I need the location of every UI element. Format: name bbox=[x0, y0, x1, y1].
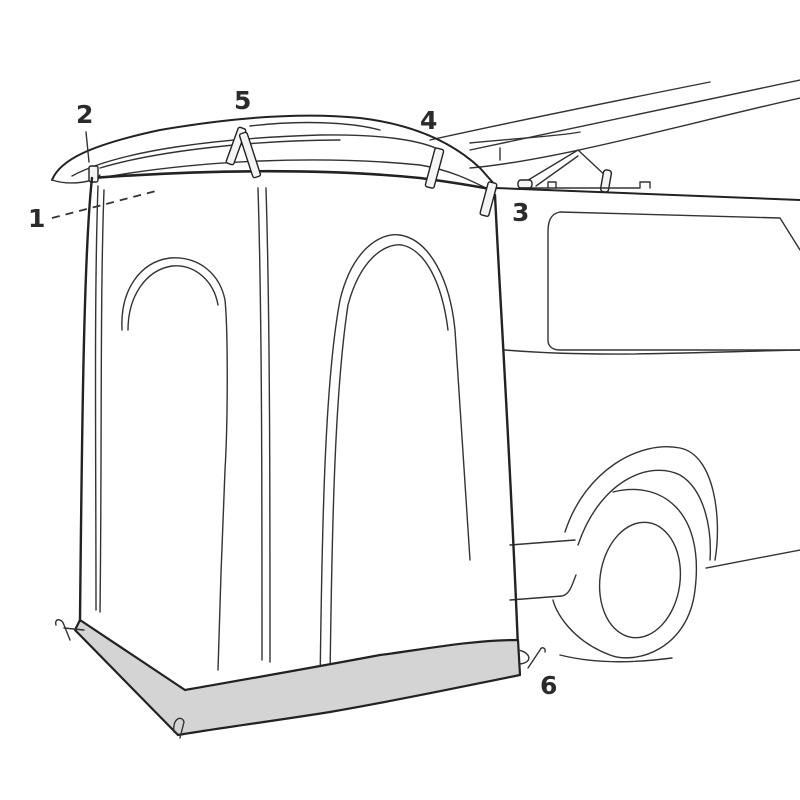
callout-label-2: 2 bbox=[76, 100, 94, 129]
leader-line-2 bbox=[85, 131, 90, 163]
zipper-pull-2 bbox=[88, 165, 99, 183]
tent-skirt bbox=[73, 618, 522, 737]
callout-label-6: 6 bbox=[540, 671, 558, 700]
callout-label-3: 3 bbox=[512, 198, 530, 227]
straps bbox=[88, 126, 498, 217]
strap-4 bbox=[424, 147, 445, 189]
roof-cover bbox=[51, 114, 497, 192]
stake-6 bbox=[527, 647, 546, 669]
callout-label-4: 4 bbox=[420, 106, 438, 135]
strap-3 bbox=[479, 181, 498, 217]
ground-stakes bbox=[54, 619, 546, 739]
strap-5b bbox=[238, 131, 262, 179]
callout-label-5: 5 bbox=[234, 86, 252, 115]
tent-body bbox=[78, 176, 520, 691]
leader-line-1 bbox=[51, 189, 161, 219]
callout-label-1: 1 bbox=[28, 204, 46, 233]
vehicle bbox=[429, 79, 800, 663]
